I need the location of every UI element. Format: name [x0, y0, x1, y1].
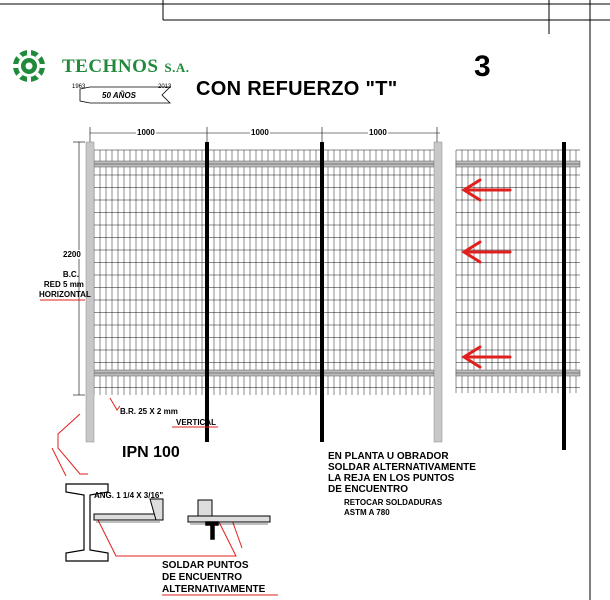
- main-grating-panel: [93, 149, 435, 395]
- page-title: CON REFUERZO "T": [196, 78, 398, 100]
- note-line-4: DE ENCUENTRO: [328, 484, 409, 495]
- angle-bracket-right: [187, 499, 271, 523]
- ipn-label: IPN 100: [122, 444, 180, 461]
- t-bar-detail: [205, 521, 219, 540]
- dimension-width-3: 1000: [368, 128, 388, 137]
- bc-line-2: RED 5 mm: [43, 280, 84, 289]
- dimension-height: 2200: [62, 250, 82, 259]
- note-line-5: RETOCAR SOLDADURAS: [344, 498, 443, 507]
- solder-line-1: SOLDAR PUNTOS: [162, 560, 249, 571]
- bc-line-1: B.C.: [62, 270, 79, 279]
- solder-line-2: DE ENCUENTRO: [162, 572, 243, 583]
- company-name-text: TECHNOS: [62, 56, 159, 77]
- company-suffix: S.A.: [164, 60, 190, 75]
- grating-bar-detail: [96, 521, 268, 525]
- anniversary-ribbon: [79, 86, 171, 104]
- label-underlines: [40, 299, 278, 596]
- note-line-3: LA REJA EN LOS PUNTOS: [328, 473, 455, 484]
- company-name: TECHNOS S.A.: [62, 56, 190, 78]
- note-line-2: SOLDAR ALTERNATIVAMENTE: [328, 462, 476, 473]
- year-end: 2013: [158, 84, 172, 90]
- dimension-width-1: 1000: [136, 128, 156, 137]
- t-reinforcement-2: [320, 142, 324, 442]
- anniversary-label: 50 AÑOS: [102, 91, 136, 100]
- dimension-width-2: 1000: [250, 128, 270, 137]
- t-reinforcement-1: [205, 142, 209, 442]
- red-arrow-icon: [461, 178, 512, 369]
- retouch-note: RETOCAR SOLDADURAS ASTM A 780: [344, 498, 442, 518]
- ipn-beam-section: [65, 483, 109, 562]
- bc-line-3: HORIZONTAL: [39, 290, 91, 299]
- page-number: 3: [474, 50, 491, 83]
- side-reinforcement: [562, 142, 566, 450]
- br-line-1: B.R. 25 X 2 mm: [120, 407, 178, 416]
- note-line-1: EN PLANTA U OBRADOR: [328, 451, 449, 462]
- solder-line-3: ALTERNATIVAMENTE: [162, 584, 266, 595]
- height-dimension-line: [73, 141, 85, 396]
- angle-bracket-left: [93, 498, 164, 521]
- leader-lines: [51, 397, 243, 557]
- angle-label: ANG. 1 1/4 X 3/16": [94, 491, 164, 500]
- right-post: [433, 141, 443, 443]
- br-line-2: VERTICAL: [176, 418, 216, 427]
- bearing-bar-label: B.C. RED 5 mm HORIZONTAL: [39, 270, 91, 300]
- solder-note: SOLDAR PUNTOS DE ENCUENTRO ALTERNATIVAME…: [162, 560, 265, 596]
- fabrication-note: EN PLANTA U OBRADOR SOLDAR ALTERNATIVAME…: [328, 451, 476, 495]
- year-start: 1963: [72, 84, 86, 90]
- technos-logo-icon: [12, 49, 46, 83]
- note-line-6: ASTM A 780: [344, 508, 390, 517]
- left-post: [85, 141, 95, 443]
